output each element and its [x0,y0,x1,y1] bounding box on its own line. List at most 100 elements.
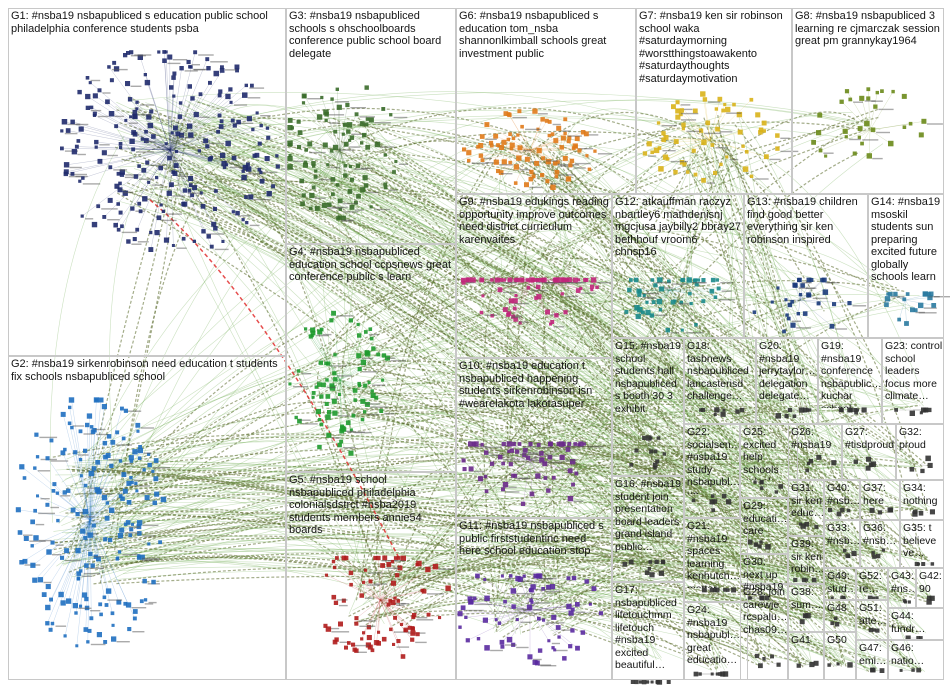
edge-436 [365,574,800,626]
edge-275 [99,457,899,598]
g3-node-32 [341,215,346,221]
g41-node-2 [796,663,801,668]
g2-node-161 [82,508,88,515]
g1-node-172 [89,105,94,110]
g10-node-27 [517,442,522,446]
g7-node-57 [681,127,685,131]
g39-node-1 [804,578,809,582]
edge-16 [159,91,676,143]
g30-cluster-border [740,554,788,584]
g7-node-59 [732,102,736,107]
g6-node-73 [508,132,512,136]
g6-node-36 [552,161,558,166]
g5-node-4 [362,631,366,635]
g2-node-44 [45,584,51,590]
g34-node-3 [929,509,935,515]
g7-edge-20 [656,139,711,151]
g1-node-89 [218,124,224,129]
g3-node-84 [327,202,332,207]
g2-node-118 [48,627,53,632]
g2-node-label-168 [128,526,141,528]
g12-node-26 [688,291,692,296]
g2-node-label-123 [89,567,104,569]
g9-node-22 [514,294,518,298]
g1-node-8 [78,126,84,132]
g1-node-label-153 [187,192,201,194]
g18-node-6 [735,409,740,414]
edge-505 [525,111,737,161]
g9-node-label-45 [484,314,498,316]
g3-edge-46 [301,149,341,182]
g1-node-162 [107,65,111,69]
edge-675 [561,465,862,601]
g2-node-103 [154,491,160,497]
g2-node-159 [142,578,147,584]
edge-53 [126,147,861,400]
g12-node-8 [651,300,656,304]
g13-node-24 [847,301,852,306]
g13-node-20 [787,302,793,308]
g1-node-168 [124,118,128,122]
edge-655 [496,167,536,599]
g4-edge-68 [339,379,343,427]
g12-node-33 [686,277,692,283]
g2-edge-100 [53,490,91,521]
g10-node-46 [511,441,516,447]
edge-672 [496,602,717,670]
g2-node-38 [58,591,64,598]
g19-node-0 [855,408,859,412]
g6-edge-32 [501,147,531,151]
g1-node-label-87 [166,213,182,215]
g15-node-11 [649,449,654,454]
g2-node-170 [90,563,95,568]
g13-node-0 [800,283,805,288]
g13-node-label-6 [835,328,848,330]
g4-node-63 [340,425,346,432]
g1-node-label-90 [167,62,181,65]
g8-edge-24 [869,121,924,131]
g2-node-76 [60,450,66,456]
g2-node-82 [137,456,142,460]
g1-node-211 [213,226,218,231]
edge-363 [333,360,645,436]
edge-185 [119,288,797,564]
g7-node-12 [721,108,726,113]
g15-node-3 [629,462,634,467]
g5-node-70 [438,616,442,620]
g2-node-7 [136,429,140,433]
g22-cluster-border [684,424,740,518]
g44-cluster-border [888,608,944,640]
edge-27 [189,124,503,625]
g1-edge-78 [169,149,174,246]
g6-node-69 [547,119,552,124]
g1-node-108 [229,100,233,104]
edge-616 [553,381,715,457]
g2-node-label-93 [83,433,94,435]
g5-node-label-69 [331,631,350,633]
g3-node-64 [301,101,306,105]
g11-node-19 [475,573,480,579]
g2-node-139 [134,481,138,485]
g8-edge-4 [868,89,871,131]
g2-edge-24 [48,519,91,553]
g2-node-label-18 [81,575,93,577]
g9-edge-16 [482,279,531,297]
edge-609 [492,465,558,622]
g1-node-71 [271,184,275,189]
g2-node-101 [160,496,167,503]
g1-node-label-171 [101,208,118,210]
edge-594 [553,264,878,671]
g1-node-0 [255,111,259,115]
g4-edge-6 [339,379,365,412]
g6-edge-62 [529,140,556,151]
edge-500 [129,92,680,151]
g1-node-178 [208,80,212,85]
g1-node-136 [65,128,71,133]
g13-node-22 [798,293,803,297]
g3-node-78 [313,174,318,179]
g1-node-label-120 [121,231,138,234]
g1-node-107 [149,109,154,114]
g10-node-37 [483,474,488,479]
g8-node-16 [817,112,823,118]
edge-94 [216,120,848,557]
